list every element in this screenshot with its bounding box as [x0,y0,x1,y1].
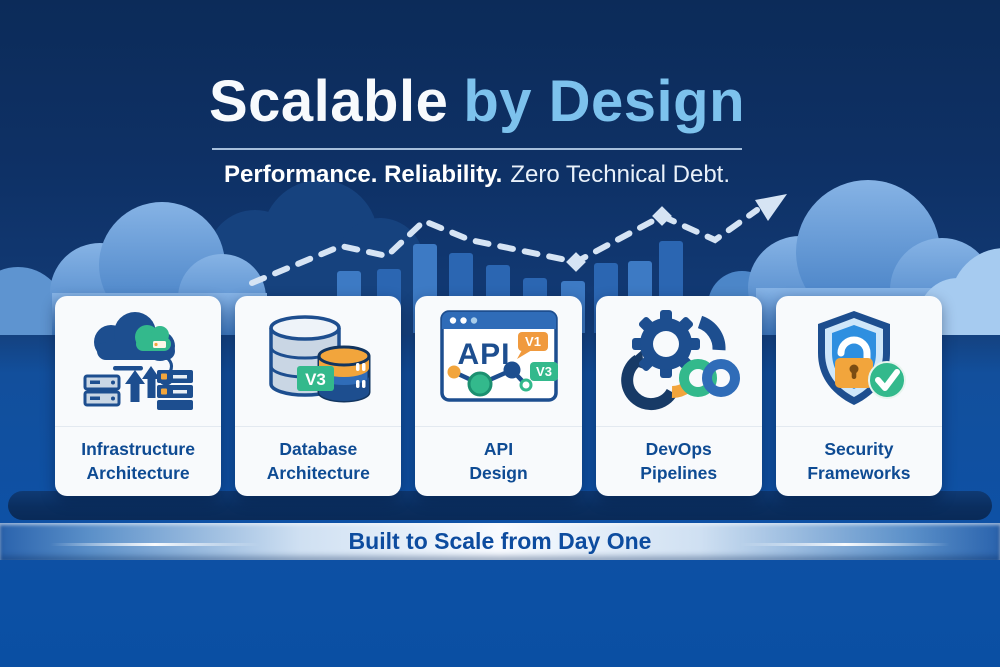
card-label: Infrastructure Architecture [55,427,221,496]
card-label-line1: DevOps [645,439,712,460]
card-label-line2: Architecture [266,462,370,483]
api-window-title: API [457,338,510,371]
card-security-frameworks: Security Frameworks [775,296,943,496]
banner-streak-left [50,543,260,546]
v1-bubble: V1 [525,334,541,349]
bottom-banner: Built to Scale from Day One [0,523,1000,560]
api-browser-window-icon: API V1 V3 [415,296,582,427]
database-cylinders-icon: V3 [235,296,402,427]
v3-bubble: V3 [536,364,552,379]
card-devops-pipelines: DevOps Pipelines [595,296,762,496]
subtitle-bold: Performance. Reliability. [224,161,503,188]
card-label-line2: Frameworks [807,462,911,483]
card-label: Database Architecture [235,427,401,496]
card-label: Security Frameworks [776,427,942,496]
card-label-line1: Infrastructure [81,439,195,460]
title-divider [212,148,742,150]
banner-streak-right [740,543,950,546]
card-infrastructure-architecture: Infrastructure Architecture [55,296,222,496]
card-label: API Design [415,427,581,496]
padlock-shackle [837,336,871,364]
card-label-line1: API [483,439,514,460]
shield-padlock-check-icon [775,296,943,427]
title-part2: by Design [463,69,746,134]
card-label-line2: Design [469,462,528,483]
subtitle: Performance. Reliability. Zero Technical … [0,161,977,189]
check-badge [867,361,906,399]
banner-text: Built to Scale from Day One [348,528,652,554]
title-part1: Scalable [208,69,449,134]
card-label-line2: Architecture [86,462,190,483]
gear-infinity-pipeline-icon [595,296,762,427]
card-label-line2: Pipelines [640,462,718,483]
v3-badge: V3 [305,370,326,389]
subtitle-regular: Zero Technical Debt. [510,161,730,188]
pipeline-link-blue [701,359,740,397]
card-label: DevOps Pipelines [596,427,762,496]
card-api-design: API V1 V3 API Design [415,296,582,496]
card-label-line1: Security [824,439,894,460]
gear-icon [631,310,700,378]
card-label-line1: Database [279,439,358,460]
cloud-sync-servers-icon [55,296,222,427]
feature-cards-row: Infrastructure Architecture [55,296,943,496]
card-database-architecture: V3 Database Architecture [235,296,402,496]
arrowhead-icon [755,194,787,221]
